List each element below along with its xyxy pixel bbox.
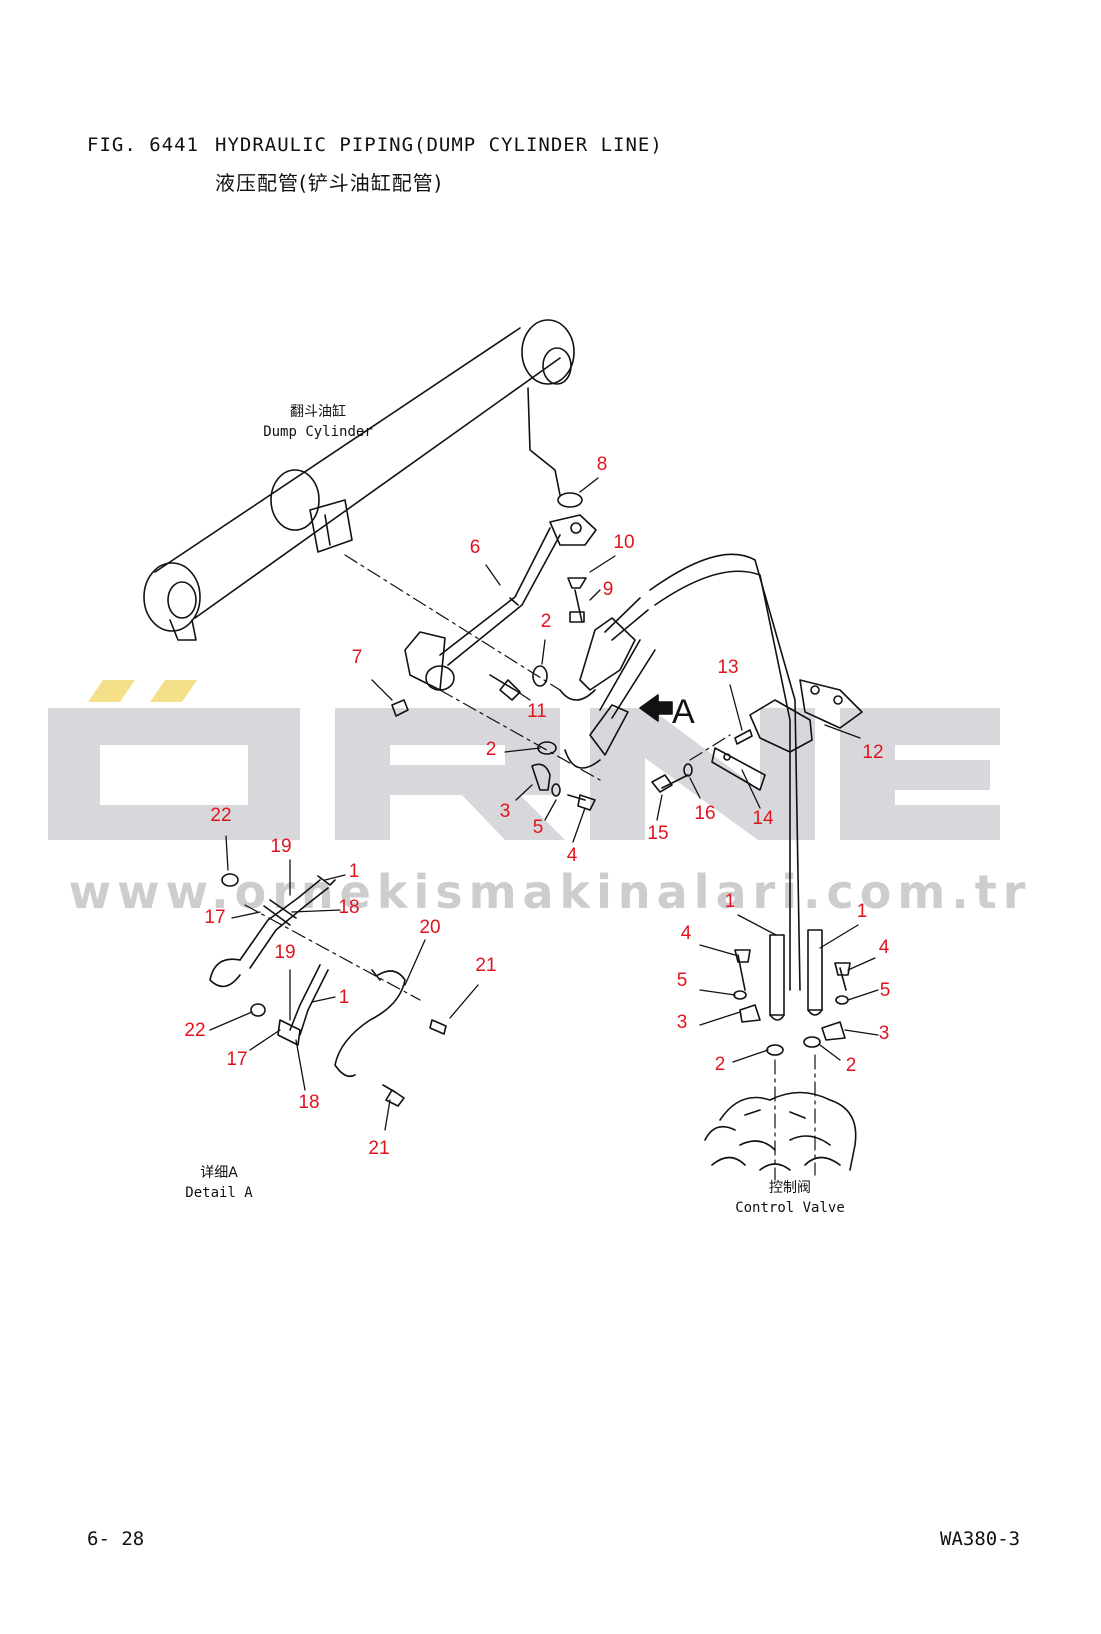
callout-1: 1 [725, 891, 736, 912]
callout-9: 9 [603, 579, 614, 600]
callout-8: 8 [597, 454, 608, 475]
callout-1: 1 [339, 987, 350, 1008]
callout-11: 11 [527, 701, 547, 722]
fig-number: FIG. 6441 [87, 134, 199, 156]
callout-5: 5 [677, 970, 688, 991]
callout-2: 2 [541, 611, 552, 632]
callout-2: 2 [486, 739, 497, 760]
detail-a-label-cn: 详细A [200, 1165, 238, 1181]
control-valve-label: 控制阀 Control Valve [735, 1178, 845, 1218]
callout-18: 18 [338, 897, 359, 918]
callout-21: 21 [475, 955, 496, 976]
dump-cylinder-label: 翻斗油缸 Dump Cylinder [262, 402, 374, 442]
callout-19: 19 [274, 942, 295, 963]
bracket-12 [749, 679, 863, 753]
callout-2: 2 [846, 1055, 857, 1076]
detail-a-label: 详细A Detail A [180, 1163, 258, 1203]
callout-14: 14 [752, 808, 774, 829]
watermark-letters [48, 708, 1000, 840]
callout-3: 3 [879, 1023, 890, 1044]
dump-cylinder-label-cn: 翻斗油缸 [290, 404, 346, 420]
callout-22: 22 [210, 805, 231, 826]
callout-7: 7 [352, 647, 363, 668]
callout-13: 13 [717, 657, 738, 678]
model-number: WA380-3 [940, 1528, 1021, 1550]
callout-3: 3 [500, 801, 511, 822]
control-valve-label-cn: 控制阀 [769, 1180, 811, 1196]
hoses [559, 553, 801, 991]
dump-cylinder-label-en: Dump Cylinder [263, 424, 373, 440]
callout-17: 17 [204, 907, 225, 928]
pipe-6 [404, 514, 597, 691]
callout-20: 20 [419, 917, 440, 938]
callout-12: 12 [862, 742, 883, 763]
control-valve-label-en: Control Valve [735, 1200, 845, 1216]
callout-21: 21 [368, 1138, 389, 1159]
callout-3: 3 [677, 1012, 688, 1033]
callout-1: 1 [349, 861, 360, 882]
detail-a [209, 873, 447, 1107]
page-number: 6- 28 [87, 1528, 145, 1550]
callout-2: 2 [715, 1054, 726, 1075]
callout-10: 10 [613, 532, 634, 553]
callout-15: 15 [647, 823, 668, 844]
callout-19: 19 [270, 836, 291, 857]
page-title: HYDRAULIC PIPING(DUMP CYLINDER LINE) [215, 134, 663, 156]
callout-4: 4 [681, 923, 692, 944]
callout-4: 4 [879, 937, 890, 958]
dump-cylinder [143, 319, 575, 641]
detail-a-label-en: Detail A [185, 1185, 253, 1201]
callout-4: 4 [567, 845, 578, 866]
callout-17: 17 [226, 1049, 247, 1070]
callout-1: 1 [857, 901, 868, 922]
callout-5: 5 [880, 980, 891, 1001]
watermark-accent [88, 680, 135, 702]
callout-22: 22 [184, 1020, 205, 1041]
control-valve [704, 929, 857, 1171]
watermark-accent [150, 680, 197, 702]
callout-18: 18 [298, 1092, 319, 1113]
callout-6: 6 [470, 537, 481, 558]
page-title-chinese: 液压配管(铲斗油缸配管) [215, 171, 443, 195]
callout-5: 5 [533, 817, 544, 838]
view-a-label: A [672, 693, 695, 731]
callout-16: 16 [694, 803, 715, 824]
